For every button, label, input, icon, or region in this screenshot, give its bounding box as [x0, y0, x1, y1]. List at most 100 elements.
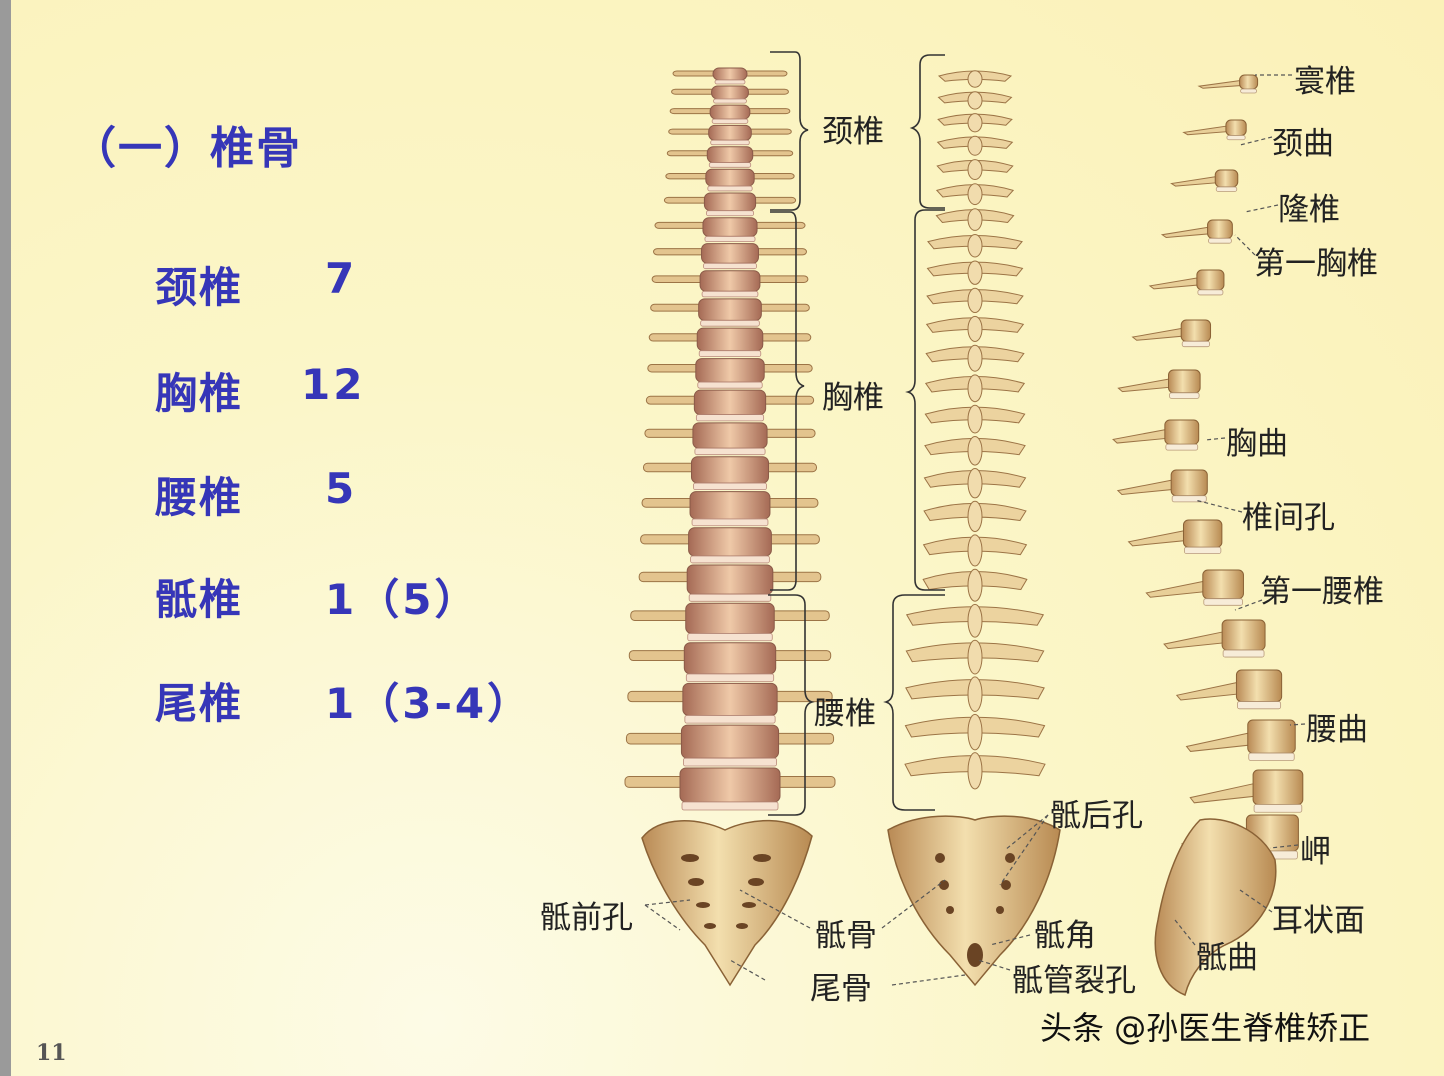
label-cervical-curve: 颈曲 — [1272, 126, 1334, 162]
back-spinous-process — [967, 374, 983, 403]
side-vertebral-body — [1182, 519, 1223, 548]
back-spinous-process — [967, 287, 983, 314]
front-intervertebral-disc — [700, 320, 760, 327]
front-intervertebral-disc — [711, 118, 749, 124]
front-intervertebral-disc — [685, 673, 775, 682]
side-vertebral-body — [1196, 269, 1225, 291]
back-spinous-process — [967, 534, 983, 567]
label-cervical: 颈椎 — [822, 114, 884, 150]
front-vertebral-body — [688, 527, 772, 557]
side-intervertebral-disc — [1184, 546, 1222, 555]
vertebra-count: 7 — [325, 254, 358, 303]
front-vertebrae — [624, 67, 836, 811]
front-intervertebral-disc — [693, 482, 767, 491]
front-intervertebral-disc — [710, 139, 750, 146]
back-spinous-process — [967, 344, 983, 372]
side-vertebral-body — [1252, 769, 1304, 806]
front-intervertebral-disc — [705, 210, 755, 217]
front-vertebral-body — [698, 298, 762, 321]
front-intervertebral-disc — [691, 518, 769, 527]
side-spinous-process — [1148, 277, 1201, 290]
side-vertebral-body — [1168, 369, 1201, 394]
back-spinous-process — [967, 70, 983, 88]
vertebra-name: 颈椎 — [155, 263, 244, 312]
side-intervertebral-disc — [1208, 237, 1232, 244]
back-brackets — [883, 54, 945, 811]
front-vertebral-body — [679, 767, 781, 803]
front-intervertebral-disc — [687, 633, 773, 642]
front-intervertebral-disc — [713, 98, 747, 104]
back-spinous-process — [967, 91, 983, 110]
front-intervertebral-disc — [684, 715, 776, 724]
label-vertebra-prominens: 隆椎 — [1278, 192, 1340, 228]
side-spinous-process — [1189, 783, 1259, 804]
label-sacral-horn: 骶角 — [1034, 918, 1096, 954]
front-vertebral-body — [695, 358, 765, 383]
front-vertebral-body — [699, 270, 761, 292]
side-intervertebral-disc — [1253, 804, 1303, 813]
front-intervertebral-disc — [683, 757, 777, 767]
watermark: 头条 @孙医生脊椎矫正 — [1040, 1009, 1371, 1047]
front-intervertebral-disc — [690, 555, 770, 564]
front-intervertebral-disc — [703, 262, 757, 270]
vertebra-name: 腰椎 — [155, 473, 244, 522]
side-sacrum-shape — [1154, 818, 1277, 997]
front-vertebral-body — [709, 104, 751, 120]
front-vertebral-body — [693, 389, 767, 416]
vertebra-name: 骶椎 — [155, 575, 244, 624]
label-thoracic-curve: 胸曲 — [1226, 426, 1288, 462]
label-atlas: 寰椎 — [1294, 64, 1356, 100]
back-spinous-process — [967, 468, 983, 499]
side-intervertebral-disc — [1222, 649, 1265, 658]
label-anterior-sacral-foramina: 骶前孔 — [540, 900, 633, 936]
back-spinous-process — [967, 752, 983, 790]
vertebra-name: 胸椎 — [155, 369, 244, 418]
back-vertebrae — [904, 70, 1046, 790]
side-intervertebral-disc — [1171, 495, 1207, 503]
vertebra-count: 1（3-4） — [325, 679, 533, 728]
front-sacrum-shape — [641, 819, 813, 987]
side-intervertebral-disc — [1226, 135, 1246, 141]
front-vertebral-body — [712, 67, 748, 81]
back-spinous-process — [967, 233, 983, 258]
front-intervertebral-disc — [701, 290, 759, 298]
back-sacral-foramina — [935, 853, 1015, 967]
side-vertebral-body — [1221, 619, 1266, 651]
front-vertebral-body — [706, 146, 754, 164]
front-intervertebral-disc — [695, 414, 765, 422]
side-intervertebral-disc — [1248, 752, 1295, 761]
label-first-thoracic: 第一胸椎 — [1254, 246, 1378, 282]
side-intervertebral-disc — [1197, 289, 1224, 296]
front-vertebral-body — [705, 168, 755, 187]
side-intervertebral-disc — [1181, 340, 1210, 348]
side-spinous-process — [1160, 226, 1211, 238]
front-sacral-foramina — [681, 854, 771, 929]
side-intervertebral-disc — [1169, 392, 1200, 399]
leader-lines — [644, 74, 1306, 986]
front-vertebral-body — [692, 422, 768, 449]
front-vertebral-body — [680, 724, 780, 759]
side-vertebrae — [1112, 74, 1304, 860]
label-first-lumbar: 第一腰椎 — [1260, 574, 1384, 610]
back-spinous-process — [967, 676, 983, 712]
label-sacrum: 骶骨 — [815, 918, 877, 954]
side-vertebral-body — [1164, 419, 1200, 445]
side-spinous-process — [1117, 378, 1173, 393]
back-spinous-process — [967, 135, 983, 156]
front-vertebral-body — [686, 564, 774, 595]
side-view-spine — [1112, 74, 1304, 997]
front-vertebral-body — [708, 124, 752, 141]
back-sacrum-shape — [887, 815, 1061, 987]
label-posterior-sacral-foramina: 骶后孔 — [1050, 798, 1143, 834]
back-spinous-process — [967, 183, 983, 206]
side-spinous-process — [1175, 682, 1242, 701]
front-view-spine — [624, 67, 836, 987]
left-border-bar — [0, 0, 11, 1076]
front-vertebral-body — [696, 327, 764, 352]
slide-title: （一）椎骨 — [72, 123, 302, 174]
side-vertebral-body — [1207, 219, 1233, 239]
front-intervertebral-disc — [694, 447, 766, 456]
side-vertebral-body — [1214, 169, 1239, 188]
